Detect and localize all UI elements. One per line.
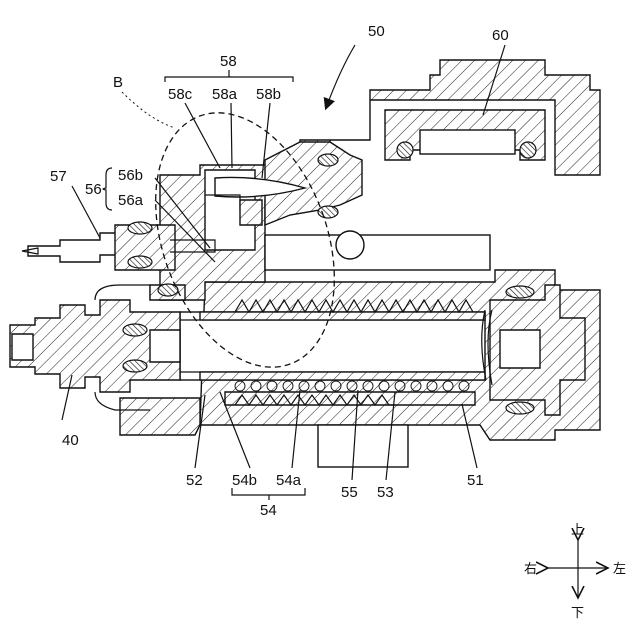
label-56b: 56b: [118, 167, 143, 184]
compass-up-label: 上: [571, 523, 584, 538]
label-57: 57: [50, 168, 67, 185]
label-40: 40: [62, 432, 79, 449]
label-b: B: [113, 74, 123, 91]
label-60: 60: [492, 27, 509, 44]
label-56: 56: [85, 181, 102, 198]
compass-right-label: 右: [524, 562, 537, 577]
label-53: 53: [377, 484, 394, 501]
label-52: 52: [186, 472, 203, 489]
label-58: 58: [220, 53, 237, 70]
valve-assembly-58: [205, 142, 362, 250]
inner-sleeve-52: [180, 312, 485, 380]
label-54a: 54a: [276, 472, 302, 489]
compass-left-label: 左: [613, 562, 626, 577]
label-58c: 58c: [168, 86, 193, 103]
connector-40: [10, 285, 180, 410]
label-51: 51: [467, 472, 484, 489]
label-50: 50: [368, 23, 385, 40]
direction-compass: 上 下 右 左: [524, 523, 626, 621]
label-55: 55: [341, 484, 358, 501]
label-54b: 54b: [232, 472, 257, 489]
label-58b: 58b: [256, 86, 281, 103]
label-58a: 58a: [212, 86, 238, 103]
label-56a: 56a: [118, 192, 144, 209]
label-54: 54: [260, 502, 277, 519]
compass-down-label: 下: [571, 606, 584, 621]
